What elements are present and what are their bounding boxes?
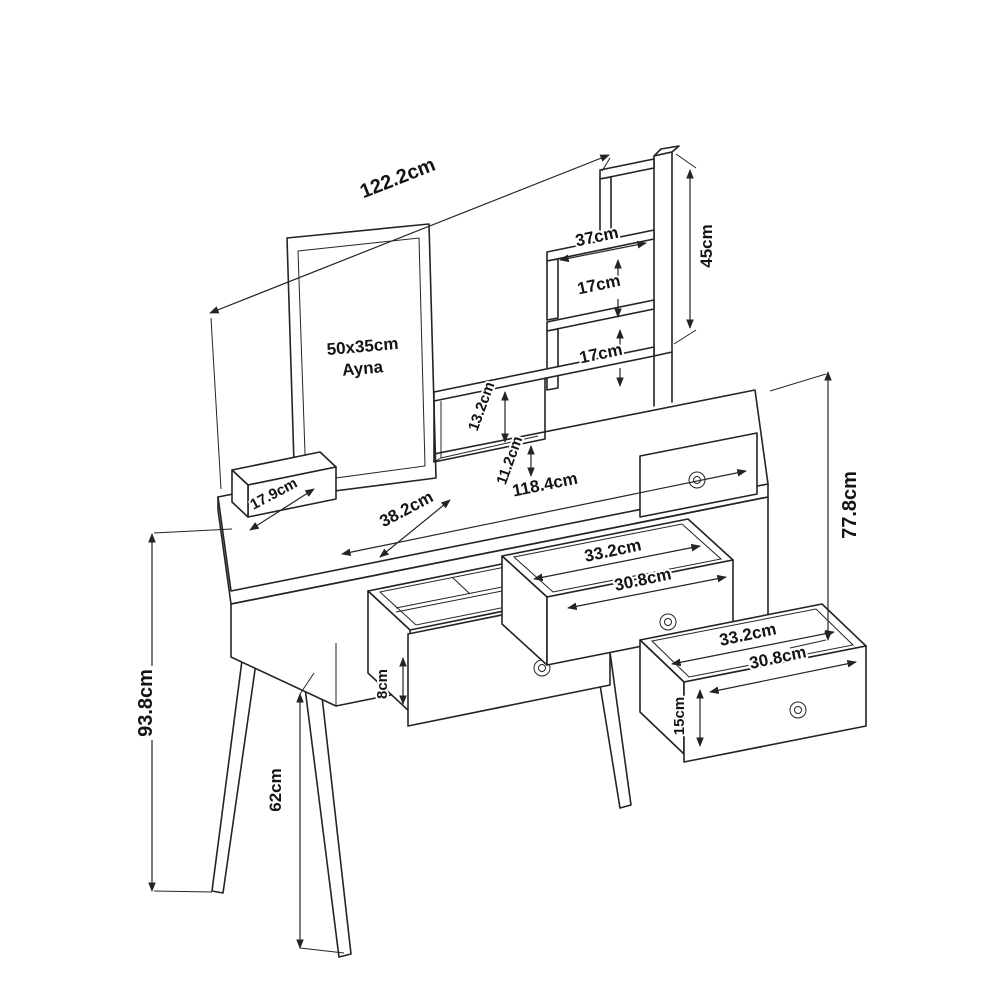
drawer-knob-inner [664, 618, 672, 626]
overall-height-label: 93.8cm [135, 669, 157, 737]
leg-back-left [211, 641, 260, 894]
dim-shelf-width [559, 240, 647, 263]
hutch-shelf-c [433, 346, 655, 402]
dim-drawer-mid-width [533, 543, 701, 582]
box-left-face [231, 469, 249, 518]
hutch-shelf-b [546, 299, 655, 332]
organizer-height-label: 8cm [374, 669, 391, 699]
hutch-support-mid [546, 258, 559, 321]
dim-overall-width [209, 154, 610, 314]
drawer-knob [659, 613, 677, 631]
mirror-word-label: Ayna [341, 357, 384, 380]
overall-width-label: 122.2cm [357, 154, 439, 203]
hutch-height-label: 45cm [697, 224, 716, 267]
tabletop-edge [217, 483, 769, 605]
drawer-knob [789, 701, 807, 719]
hutch-right-panel [653, 151, 673, 357]
hutch-support-low [546, 328, 559, 391]
leg-height-label: 62cm [266, 768, 285, 811]
dim-drawer-right-depth [709, 659, 857, 695]
drawer-front-height-label: 15cm [671, 697, 688, 735]
leg-front-left [301, 660, 352, 958]
drawer-knob-inner [794, 706, 802, 714]
dim-drawer-mid-depth [567, 574, 727, 611]
dimension-lines [148, 153, 857, 954]
drawer-knob-inner [538, 664, 546, 672]
dim-tabletop-width [341, 468, 747, 557]
dim-left-box-depth [249, 488, 315, 531]
drawer1-dividers [395, 558, 579, 613]
small-shelf-box [433, 377, 546, 463]
table-height-label: 77.8cm [839, 471, 861, 539]
dim-drawer-right-width [671, 629, 835, 667]
shelf-gap-upper-label: 17cm [576, 271, 622, 299]
